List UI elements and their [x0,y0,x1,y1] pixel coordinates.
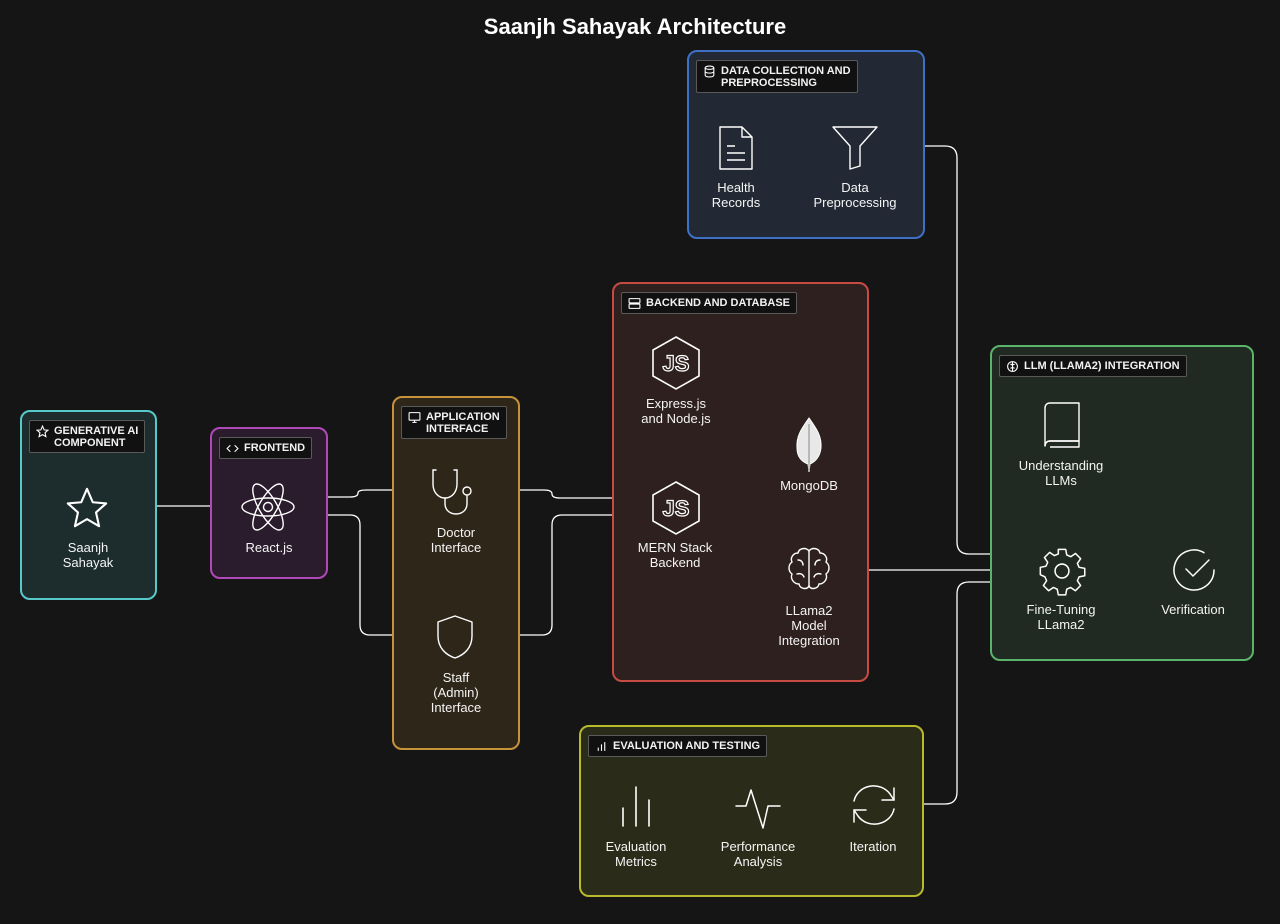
bar-chart-icon [618,784,654,828]
node-health-records[interactable]: Health Records [711,180,761,210]
diagram-title: Saanjh Sahayak Architecture [483,14,787,39]
refresh-icon [850,782,898,828]
brain-icon [1006,360,1019,373]
group-evaluation-testing: EVALUATION AND TESTING [579,725,924,897]
node-fine-tuning-llama2[interactable]: Fine-Tuning LLama2 [1026,602,1096,632]
node-llama2-integration[interactable]: LLama2 Model Integration [778,603,840,648]
leaf-icon [794,416,824,474]
document-icon [716,124,756,172]
monitor-icon [408,411,421,424]
group-title-evaluation-testing: EVALUATION AND TESTING [588,735,768,757]
star-icon [64,485,110,531]
check-circle-icon [1170,546,1218,594]
nodejs-icon: JS [650,480,702,536]
group-title-data-collection: DATA COLLECTION AND PREPROCESSING [696,60,858,93]
group-title-text: LLM (LLAMA2) INTEGRATION [1024,360,1180,372]
stethoscope-icon [430,466,482,518]
filter-icon [830,124,880,170]
group-title-text: FRONTEND [244,442,306,454]
group-generative-ai: GENERATIVE AI COMPONENT [20,410,157,600]
node-react-js[interactable]: React.js [245,540,293,555]
react-icon [240,483,296,531]
svg-text:JS: JS [663,351,690,376]
svg-text:JS: JS [663,496,690,521]
group-llm-integration: LLM (LLAMA2) INTEGRATION [990,345,1254,661]
database-icon [703,65,716,78]
group-title-application-interface: APPLICATION INTERFACE [401,406,507,439]
code-icon [226,442,239,455]
edge-react-staff [296,514,428,635]
gear-icon [1036,545,1088,597]
group-data-collection: DATA COLLECTION AND PREPROCESSING [687,50,925,239]
node-data-preprocessing[interactable]: Data Preprocessing [813,180,897,210]
node-mongodb[interactable]: MongoDB [780,478,838,493]
star-icon [36,425,49,438]
node-express-node[interactable]: Express.js and Node.js [641,396,711,426]
group-title-llm-integration: LLM (LLAMA2) INTEGRATION [999,355,1187,377]
shield-icon [435,614,475,660]
edge-staff-mern [484,515,648,636]
edge-iteration-finetuning [902,582,1033,805]
edge-preprocessing-finetuning [880,145,1033,554]
group-title-text: BACKEND AND DATABASE [646,297,791,309]
group-application-interface: APPLICATION INTERFACE [392,396,520,750]
group-frontend: FRONTEND [210,427,328,579]
group-title-backend-database: BACKEND AND DATABASE [621,292,798,314]
edge-doctor-mern [484,489,648,498]
group-title-text: DATA COLLECTION AND PREPROCESSING [721,65,851,89]
edge-react-doctor [296,490,428,498]
group-title-text: EVALUATION AND TESTING [613,740,761,752]
book-icon [1042,400,1082,450]
brain-icon [785,546,833,592]
node-saanjh-sahayak[interactable]: Saanjh Sahayak [62,540,114,570]
group-title-text: GENERATIVE AI COMPONENT [54,425,139,449]
bar-chart-icon [595,740,608,753]
node-understanding-llms[interactable]: Understanding LLMs [1018,458,1104,488]
node-performance-analysis[interactable]: Performance Analysis [720,839,796,869]
nodejs-icon: JS [650,335,702,391]
node-verification[interactable]: Verification [1161,602,1225,617]
activity-icon [734,784,782,830]
node-mern-backend[interactable]: MERN Stack Backend [637,540,713,570]
group-title-frontend: FRONTEND [219,437,313,459]
group-title-text: APPLICATION INTERFACE [426,411,500,435]
node-doctor-interface[interactable]: Doctor Interface [430,525,482,555]
server-icon [628,297,641,310]
node-iteration[interactable]: Iteration [849,839,897,854]
node-evaluation-metrics[interactable]: Evaluation Metrics [605,839,667,869]
node-staff-admin-interface[interactable]: Staff (Admin) Interface [430,670,482,715]
group-title-generative-ai: GENERATIVE AI COMPONENT [29,420,146,453]
